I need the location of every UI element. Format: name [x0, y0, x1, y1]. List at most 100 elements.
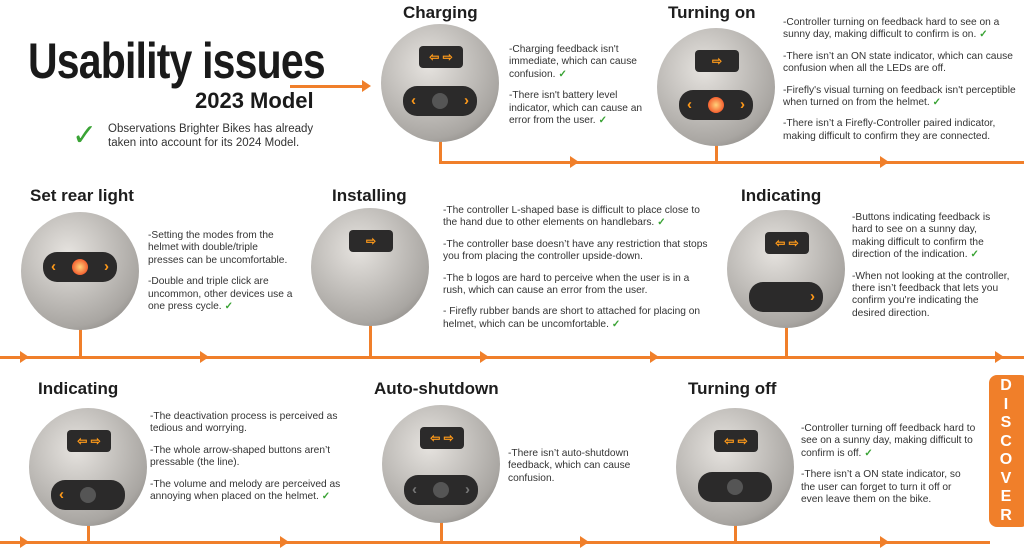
indicating-2-photo: ⇦ ⇨‹	[29, 408, 147, 526]
note-text: -Controller turning on feedback hard to …	[783, 17, 1000, 41]
step-title-auto-shutdown: Auto-shutdown	[374, 379, 499, 398]
note-item: - Firefly rubber bands are short to atta…	[443, 306, 713, 331]
note-text: -There isn’t auto-shutdown feedback, whi…	[508, 448, 631, 484]
note-item: -Double and triple click are uncommon, o…	[148, 276, 296, 313]
notes-charging: -Charging feedback isn't immediate, whic…	[509, 44, 644, 136]
check-icon: ✓	[611, 318, 621, 330]
note-item: -There isn't battery level indicator, wh…	[509, 90, 644, 127]
note-item: -Charging feedback isn't immediate, whic…	[509, 44, 644, 81]
step-title-charging: Charging	[403, 3, 478, 22]
note-text: -The whole arrow-shaped buttons aren’t p…	[150, 444, 331, 469]
check-icon: ✓	[558, 68, 567, 80]
check-icon: ✓	[979, 29, 988, 41]
step-title-set-rear-light: Set rear light	[30, 186, 134, 205]
note-text: -Controller turning off feedback hard to…	[801, 423, 976, 459]
arrow-icon	[362, 80, 371, 92]
notes-indicating-2: -The deactivation process is perceived a…	[150, 411, 355, 512]
note-text: -There isn’t an ON state indicator, whic…	[783, 50, 1013, 75]
arrow-icon	[20, 351, 29, 363]
note-text: -Charging feedback isn't immediate, whic…	[509, 44, 637, 80]
check-icon: ✓	[321, 491, 331, 503]
note-text: - Firefly rubber bands are short to atta…	[443, 306, 701, 330]
note-text: -There isn’t a Firefly-Controller paired…	[783, 118, 996, 142]
note-text: -Firefly's visual turning on feedback is…	[783, 84, 1016, 109]
page-subtitle: 2023 Model	[195, 88, 314, 113]
notes-turning-on: -Controller turning on feedback hard to …	[783, 17, 1023, 152]
note-item: -There isn’t an ON state indicator, whic…	[783, 51, 1023, 76]
arrow-icon	[580, 536, 589, 548]
timeline-connector	[785, 326, 788, 358]
check-icon: ✓	[72, 119, 98, 152]
notes-auto-shutdown: -There isn’t auto-shutdown feedback, whi…	[508, 448, 643, 494]
set-rear-light-photo: ‹›	[21, 212, 139, 330]
note-text: -There isn't battery level indicator, wh…	[509, 90, 643, 127]
arrow-icon	[570, 156, 579, 168]
note-text: -The volume and melody are perceived as …	[150, 478, 341, 503]
note-item: -Controller turning on feedback hard to …	[783, 17, 1023, 42]
note-text: -The controller base doesn’t have any re…	[443, 238, 708, 263]
note-item: -The controller base doesn’t have any re…	[443, 239, 713, 264]
note-item: -The b logos are hard to perceive when t…	[443, 273, 713, 298]
note-item: -The deactivation process is perceived a…	[150, 411, 355, 436]
timeline-connector	[79, 328, 82, 358]
arrow-icon	[480, 351, 489, 363]
timeline-connector	[440, 521, 443, 543]
step-title-turning-on: Turning on	[668, 3, 756, 22]
legend-text: Observations Brighter Bikes has already …	[108, 123, 314, 149]
note-text: -Setting the modes from the helmet with …	[148, 230, 288, 266]
arrow-icon	[650, 351, 659, 363]
note-text: -Double and triple click are uncommon, o…	[148, 276, 293, 313]
indicating-photo: ⇦ ⇨›	[727, 210, 845, 328]
note-text: -The controller L-shaped base is difficu…	[443, 205, 700, 229]
note-text: -The b logos are hard to perceive when t…	[443, 272, 690, 297]
note-text: -There isn’t a ON state indicator, so th…	[801, 469, 961, 506]
note-item: -The controller L-shaped base is difficu…	[443, 205, 713, 230]
auto-shutdown-photo: ⇦ ⇨‹›	[382, 405, 500, 523]
timeline-connector	[734, 524, 737, 543]
notes-set-rear-light: -Setting the modes from the helmet with …	[148, 230, 296, 322]
note-text: -When not looking at the controller, the…	[852, 270, 1010, 319]
check-icon: ✓	[224, 301, 234, 313]
turning-off-photo: ⇦ ⇨	[676, 408, 794, 526]
check-icon: ✓	[932, 97, 942, 109]
note-item: -The whole arrow-shaped buttons aren’t p…	[150, 445, 355, 470]
note-item: -Firefly's visual turning on feedback is…	[783, 85, 1023, 110]
discover-tab: DISCOVER	[989, 375, 1024, 527]
note-item: -There isn’t auto-shutdown feedback, whi…	[508, 448, 643, 485]
step-title-installing: Installing	[332, 186, 407, 205]
arrow-icon	[880, 536, 889, 548]
arrow-icon	[20, 536, 29, 548]
note-item: -The volume and melody are perceived as …	[150, 479, 355, 504]
arrow-icon	[995, 351, 1004, 363]
notes-installing: -The controller L-shaped base is difficu…	[443, 205, 713, 340]
check-icon: ✓	[864, 447, 873, 459]
timeline-connector	[715, 144, 718, 163]
timeline-line	[290, 85, 368, 88]
step-title-turning-off: Turning off	[688, 379, 777, 398]
check-icon: ✓	[970, 249, 980, 261]
notes-turning-off: -Controller turning off feedback hard to…	[801, 423, 976, 515]
note-item: -When not looking at the controller, the…	[852, 271, 1010, 321]
note-text: -Buttons indicating feedback is hard to …	[852, 212, 991, 261]
note-item: -There isn’t a ON state indicator, so th…	[801, 469, 976, 506]
check-icon: ✓	[598, 115, 608, 127]
note-item: -Controller turning off feedback hard to…	[801, 423, 976, 460]
arrow-icon	[880, 156, 889, 168]
timeline-line	[0, 541, 990, 544]
notes-indicating: -Buttons indicating feedback is hard to …	[852, 212, 1010, 329]
installing-photo: ⇨	[311, 208, 429, 326]
timeline-connector	[87, 524, 90, 543]
note-item: -There isn’t a Firefly-Controller paired…	[783, 118, 1023, 143]
charging-photo: ⇦ ⇨‹›	[381, 24, 499, 142]
timeline-line	[0, 356, 1024, 359]
turning-on-photo: ⇨‹›	[657, 28, 775, 146]
discover-label: DISCOVER	[999, 377, 1013, 524]
step-title-indicating: Indicating	[741, 186, 822, 205]
note-item: -Buttons indicating feedback is hard to …	[852, 212, 1010, 262]
step-title-indicating-2: Indicating	[38, 379, 119, 398]
arrow-icon	[200, 351, 209, 363]
arrow-icon	[280, 536, 289, 548]
timeline-connector	[369, 324, 372, 358]
note-text: -The deactivation process is perceived a…	[150, 411, 338, 435]
check-icon: ✓	[657, 217, 666, 229]
